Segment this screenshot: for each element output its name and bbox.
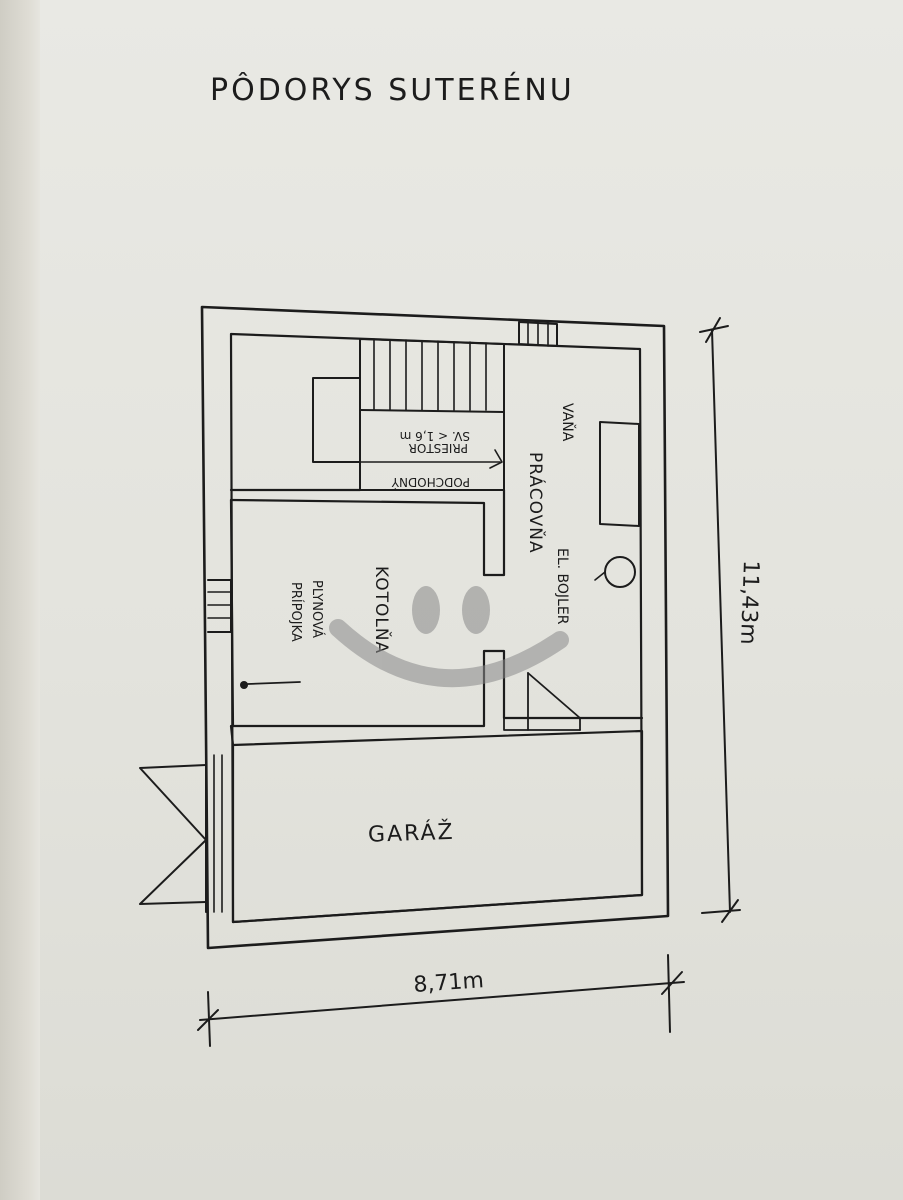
gas-connection-symbol xyxy=(240,681,301,689)
height-label: 11,43m xyxy=(735,560,763,645)
lower-steps xyxy=(503,672,581,731)
plan-title: PÔDORYS SUTERÉNU xyxy=(210,71,575,108)
boiler-symbol xyxy=(594,556,636,588)
watermark-smiley-icon xyxy=(329,586,569,688)
stair-label-height: SV. < 1,6 m xyxy=(400,429,470,443)
dimension-height xyxy=(699,317,741,923)
staircase xyxy=(312,338,505,491)
room-label-plynova: PLYNOVÁ xyxy=(309,580,325,638)
stair-label-priestor: PRIESTOR xyxy=(409,441,468,455)
dimension-width xyxy=(197,954,685,1047)
page-edge xyxy=(0,0,40,1200)
partition-kotolna-top xyxy=(229,488,506,577)
outer-wall-outer xyxy=(200,305,670,950)
room-label-vana: VAŇA xyxy=(559,403,576,442)
width-label: 8,71m xyxy=(413,968,485,998)
room-label-kotolna: KOTOLŇA xyxy=(371,566,393,654)
garage-walls xyxy=(231,729,644,924)
bathtub xyxy=(599,421,640,527)
left-window xyxy=(207,579,232,633)
top-window xyxy=(518,321,558,347)
garage-partition xyxy=(229,724,235,747)
room-label-pracovna: PRÁCOVŇA xyxy=(525,452,547,554)
room-label-garaz: GARÁŽ xyxy=(368,819,455,848)
room-label-pripojka: PRÍPOJKA xyxy=(288,582,304,642)
room-label-boiler: EL. BOJLER xyxy=(554,548,570,625)
garage-door xyxy=(139,754,223,913)
stair-label-podchodny: PODCHODNÝ xyxy=(391,475,470,490)
